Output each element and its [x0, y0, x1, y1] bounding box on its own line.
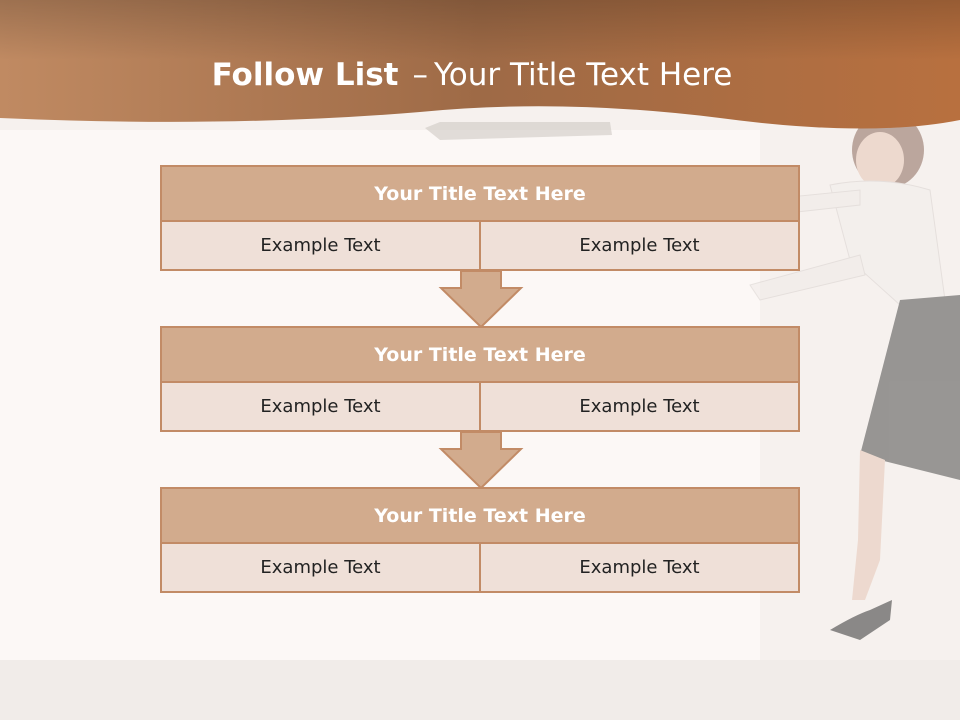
step-cell-left: Example Text — [160, 383, 481, 432]
step-cell-left: Example Text — [160, 544, 481, 593]
step-cell-right: Example Text — [481, 383, 800, 432]
step-cell-right: Example Text — [481, 222, 800, 271]
down-arrow-icon — [438, 270, 524, 329]
step-block-1: Your Title Text Here Example Text Exampl… — [160, 165, 800, 271]
businesswoman-figure — [425, 112, 960, 640]
step-header: Your Title Text Here — [160, 326, 800, 383]
step-row: Example Text Example Text — [160, 544, 800, 593]
down-arrow-icon — [438, 431, 524, 490]
slide-title: Follow List–Your Title Text Here — [0, 52, 944, 98]
title-separator: – — [412, 57, 428, 93]
step-cell-right: Example Text — [481, 544, 800, 593]
step-header: Your Title Text Here — [160, 487, 800, 544]
step-block-3: Your Title Text Here Example Text Exampl… — [160, 487, 800, 593]
step-header: Your Title Text Here — [160, 165, 800, 222]
step-cell-left: Example Text — [160, 222, 481, 271]
step-block-2: Your Title Text Here Example Text Exampl… — [160, 326, 800, 432]
step-row: Example Text Example Text — [160, 383, 800, 432]
title-rest: Your Title Text Here — [433, 57, 733, 93]
step-row: Example Text Example Text — [160, 222, 800, 271]
title-bold: Follow List — [211, 57, 399, 93]
